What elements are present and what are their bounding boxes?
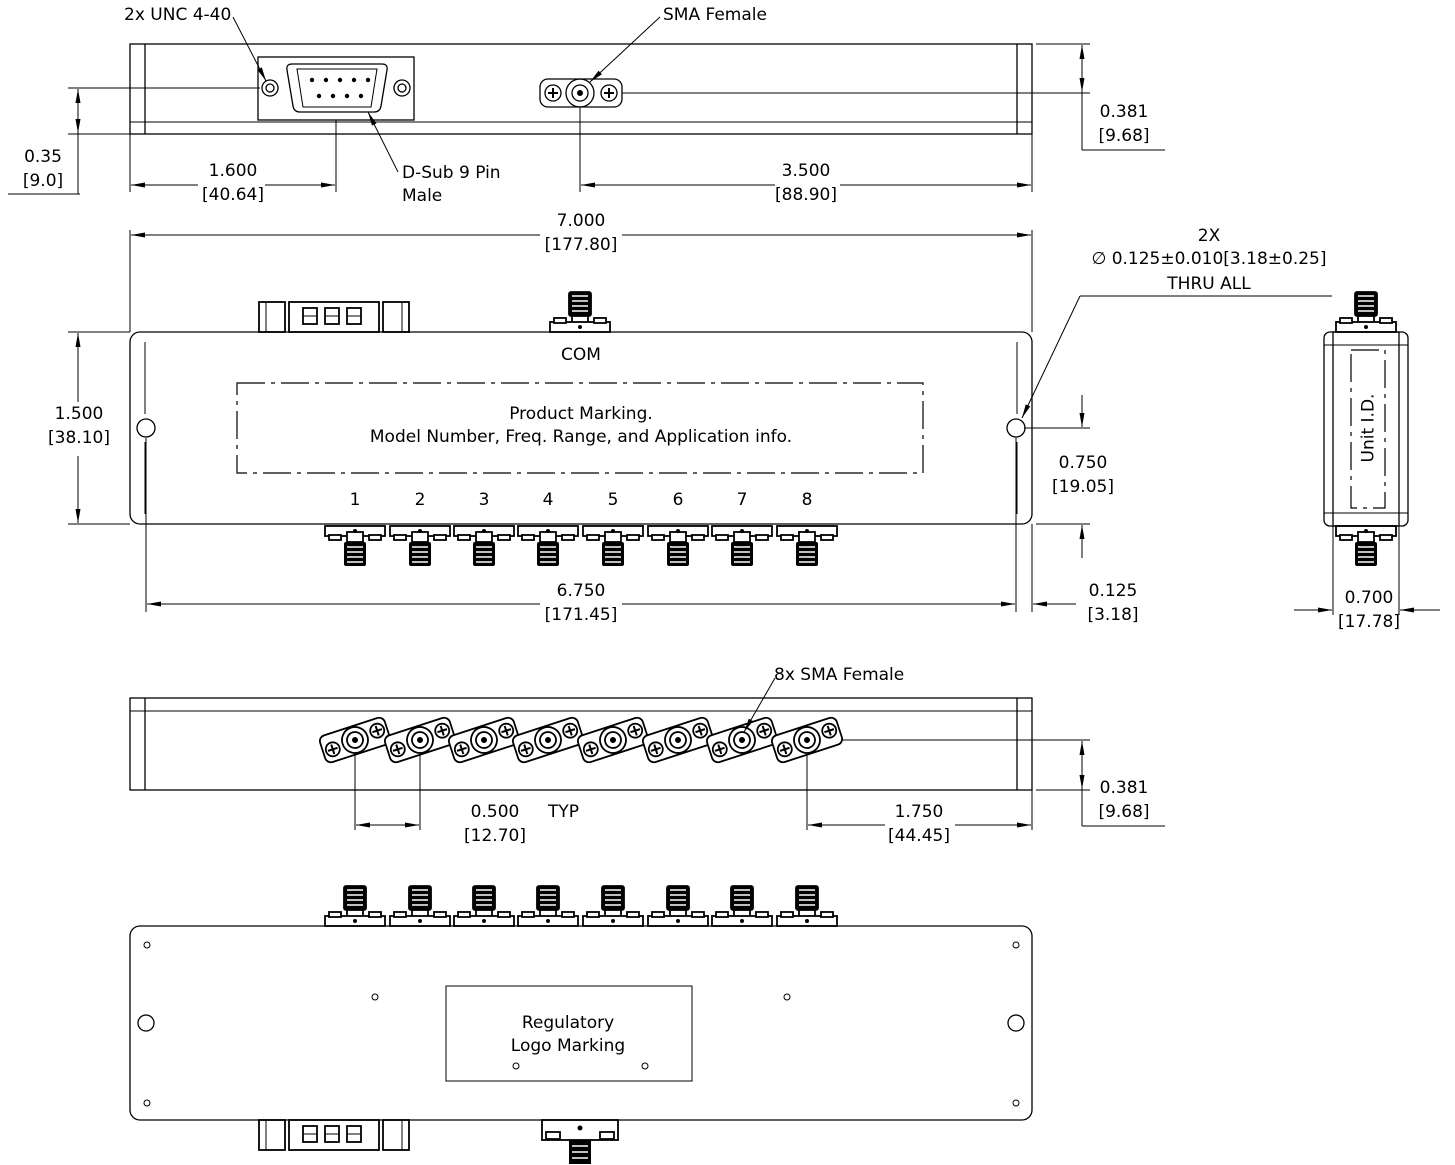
rear-port-connector	[517, 885, 579, 927]
front-port-connector	[389, 525, 451, 567]
port-label: 3	[478, 490, 490, 510]
bottom-port-connector	[575, 715, 651, 765]
dim-port-height-mm: [9.68]	[1098, 802, 1150, 822]
sma-8x-callout: 8x SMA Female	[774, 665, 905, 685]
front-port-connector	[647, 525, 709, 567]
rear-port-connector	[324, 885, 386, 927]
hole-spec: ∅ 0.125±0.010[3.18±0.25]	[1091, 249, 1327, 269]
dim-width-mm: [17.78]	[1338, 612, 1400, 632]
port-label: 1	[349, 490, 361, 510]
unit-id-label: Unit I.D.	[1358, 393, 1379, 463]
rear-port-connector	[647, 885, 709, 927]
bottom-port-connector	[510, 715, 586, 765]
port-label: 2	[414, 490, 426, 510]
bottom-port-connector	[446, 715, 522, 765]
front-port-connector	[711, 525, 773, 567]
bottom-port-connector	[704, 715, 780, 765]
dim-height-mm: [38.10]	[48, 428, 110, 448]
bottom-view	[129, 697, 1033, 791]
dim-width: 0.700	[1344, 588, 1394, 608]
dim-sma-offset: 3.500	[781, 161, 831, 181]
dsub-callout: D-Sub 9 Pin Male	[402, 163, 501, 206]
dim-dsub-offset-mm: [40.64]	[202, 185, 264, 205]
dim-hole-center-mm: [19.05]	[1052, 477, 1114, 497]
front-port-connector	[776, 525, 838, 567]
com-label: COM	[561, 345, 601, 365]
dim-dsub-height-mm: [9.0]	[22, 171, 64, 191]
dim-pitch-typ: TYP	[548, 802, 580, 822]
bottom-view-dimensions	[354, 677, 1165, 830]
dim-length: 7.000	[556, 211, 606, 231]
dim-hole-center: 0.750	[1058, 453, 1108, 473]
rear-port-connector	[582, 885, 644, 927]
rear-port-connector	[389, 885, 451, 927]
dim-hole-spacing-mm: [171.45]	[544, 605, 618, 625]
dim-pitch: 0.500	[470, 802, 520, 822]
dim-hole-spacing: 6.750	[556, 581, 606, 601]
rear-view	[129, 885, 1033, 1164]
front-view-dimensions	[68, 230, 1332, 612]
hole-qty: 2X	[1197, 226, 1221, 246]
rear-port-connector	[711, 885, 773, 927]
bottom-port-connector	[640, 715, 716, 765]
unc-callout: 2x UNC 4-40	[124, 5, 232, 25]
side-view	[1323, 291, 1409, 567]
port-label: 8	[801, 490, 813, 510]
port-label: 7	[736, 490, 748, 510]
front-port-connector	[324, 525, 386, 567]
rear-port-connector	[776, 885, 838, 927]
dim-length-mm: [177.80]	[544, 235, 618, 255]
port-label: 4	[542, 490, 554, 510]
dim-last-port: 1.750	[894, 802, 944, 822]
regulatory-marking: Regulatory Logo Marking	[510, 1013, 626, 1056]
front-port-connector	[517, 525, 579, 567]
dim-sma-offset-mm: [88.90]	[775, 185, 837, 205]
front-port-connector	[453, 525, 515, 567]
dim-height: 1.500	[54, 404, 104, 424]
dim-port-height: 0.381	[1099, 778, 1149, 798]
hole-depth: THRU ALL	[1167, 274, 1251, 294]
dim-sma-height-mm: [9.68]	[1098, 126, 1150, 146]
product-marking-line1: Product Marking.	[509, 404, 653, 424]
dim-dsub-offset: 1.600	[208, 161, 258, 181]
dim-hole-edge-mm: [3.18]	[1087, 605, 1139, 625]
dim-dsub-height: 0.35	[24, 147, 62, 167]
front-port-connector	[582, 525, 644, 567]
product-marking-line2: Model Number, Freq. Range, and Applicati…	[369, 427, 793, 447]
dim-pitch-mm: [12.70]	[464, 826, 526, 846]
dim-last-port-mm: [44.45]	[888, 826, 950, 846]
dim-hole-edge: 0.125	[1088, 581, 1138, 601]
sma-female-callout: SMA Female	[663, 5, 767, 25]
top-view-dimensions	[8, 16, 1165, 195]
rear-port-connector	[453, 885, 515, 927]
top-view	[129, 43, 1033, 135]
port-label: 5	[607, 490, 619, 510]
port-label: 6	[672, 490, 684, 510]
dim-sma-height: 0.381	[1099, 102, 1149, 122]
side-view-dimensions	[1294, 526, 1440, 615]
